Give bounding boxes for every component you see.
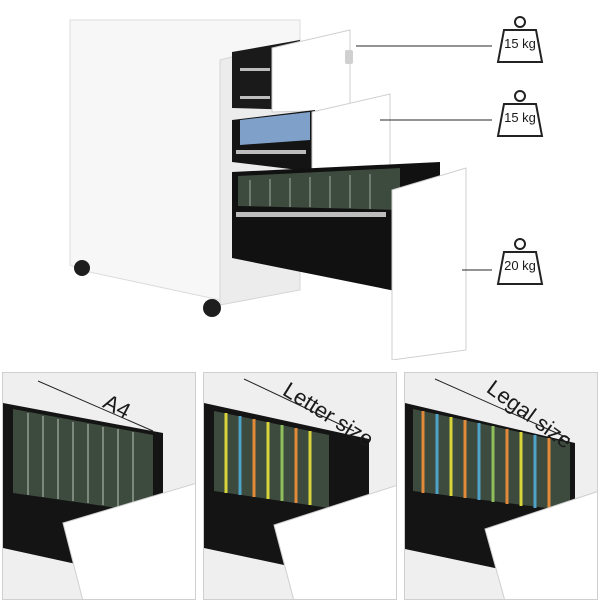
weight-icon: [496, 238, 544, 285]
weight-label: 20 kg: [504, 258, 536, 273]
weight-badge-middle: 15 kg: [494, 88, 546, 140]
drawer-legal-photo: [405, 373, 597, 599]
product-hero-image: 15 kg 15 kg 20 kg: [69, 14, 546, 361]
weight-icon: [496, 90, 544, 137]
panel-a4: A4: [2, 372, 196, 600]
panel-legal: Legal size: [404, 372, 598, 600]
weight-icon: [496, 16, 544, 63]
panel-letter: Letter size: [203, 372, 397, 600]
filing-cabinet-illustration: [69, 19, 492, 361]
drawer-letter-photo: [204, 373, 396, 599]
weight-label: 15 kg: [504, 36, 536, 51]
drawer-a4-photo: [3, 373, 195, 599]
lock-icon: [345, 50, 353, 64]
weight-badge-bottom: 20 kg: [494, 236, 546, 288]
weight-badge-top: 15 kg: [494, 14, 546, 66]
wheel-icon: [203, 299, 221, 317]
wheel-icon: [74, 260, 90, 276]
weight-label: 15 kg: [504, 110, 536, 125]
